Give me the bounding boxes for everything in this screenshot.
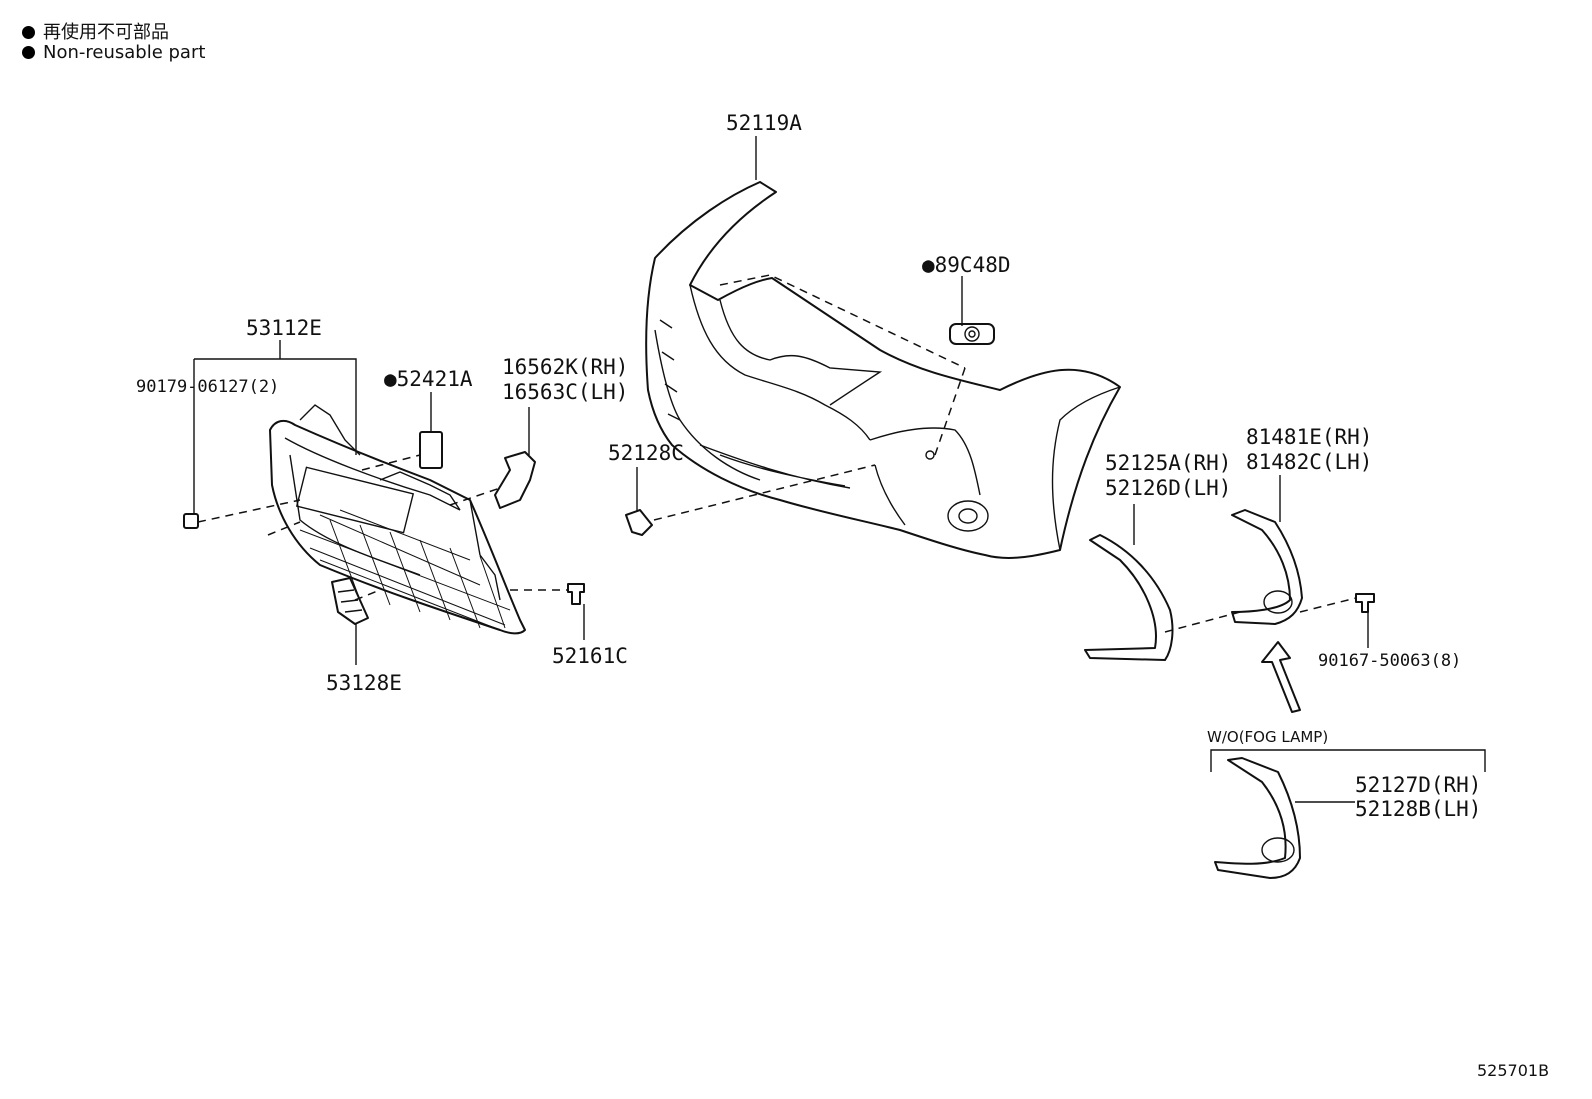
label-89C48D: ●89C48D bbox=[922, 253, 1011, 277]
sensor-drawing bbox=[949, 323, 995, 345]
label-90167-50063: 90167-50063(8) bbox=[1318, 651, 1461, 671]
emblem-52421A-drawing bbox=[419, 431, 443, 469]
legend-en: Non-reusable part bbox=[22, 42, 205, 63]
grille-drawing bbox=[269, 404, 526, 635]
non-reusable-marker-icon bbox=[22, 46, 35, 59]
up-arrow-icon bbox=[1261, 641, 1301, 713]
alignment-lines bbox=[197, 274, 1357, 633]
label-81481E: 81481E(RH) bbox=[1246, 425, 1372, 449]
clip-90179-drawing bbox=[183, 513, 199, 529]
label-81482C: 81482C(LH) bbox=[1246, 450, 1372, 474]
drawing-code: 525701B bbox=[1477, 1061, 1549, 1080]
bracket-16562K-drawing bbox=[494, 451, 536, 509]
label-52126D: 52126D(LH) bbox=[1105, 476, 1231, 500]
label-52421A: ●52421A bbox=[384, 367, 473, 391]
clip-52161C-drawing bbox=[567, 583, 585, 605]
legend-en-text: Non-reusable part bbox=[43, 42, 206, 63]
piece-53128E-drawing bbox=[331, 577, 369, 625]
label-90179-06127: 90179-06127(2) bbox=[136, 377, 279, 397]
label-52128B: 52128B(LH) bbox=[1355, 797, 1481, 821]
label-16563C: 16563C(LH) bbox=[502, 380, 628, 404]
label-16562K: 16562K(RH) bbox=[502, 355, 628, 379]
label-52125A: 52125A(RH) bbox=[1105, 451, 1231, 475]
label-52119A: 52119A bbox=[726, 111, 802, 135]
label-52127D: 52127D(RH) bbox=[1355, 773, 1481, 797]
screw-90167-drawing bbox=[1355, 593, 1375, 613]
label-52128C: 52128C bbox=[608, 441, 684, 465]
legend-ja: 再使用不可部品 bbox=[22, 18, 169, 44]
bumper-cover-drawing bbox=[645, 181, 1121, 559]
variant-caption: W/O(FOG LAMP) bbox=[1207, 728, 1328, 746]
label-53112E: 53112E bbox=[246, 316, 322, 340]
non-reusable-marker-icon bbox=[22, 26, 35, 39]
bezel-81481E-drawing bbox=[1231, 509, 1303, 625]
cover-52128C-drawing bbox=[625, 509, 653, 536]
bezel-52127D-drawing bbox=[1214, 757, 1301, 879]
legend-ja-text: 再使用不可部品 bbox=[43, 22, 169, 43]
leader-lines bbox=[193, 136, 1486, 803]
label-53128E: 53128E bbox=[326, 671, 402, 695]
molding-52125A-drawing bbox=[1084, 534, 1174, 661]
label-52161C: 52161C bbox=[552, 644, 628, 668]
